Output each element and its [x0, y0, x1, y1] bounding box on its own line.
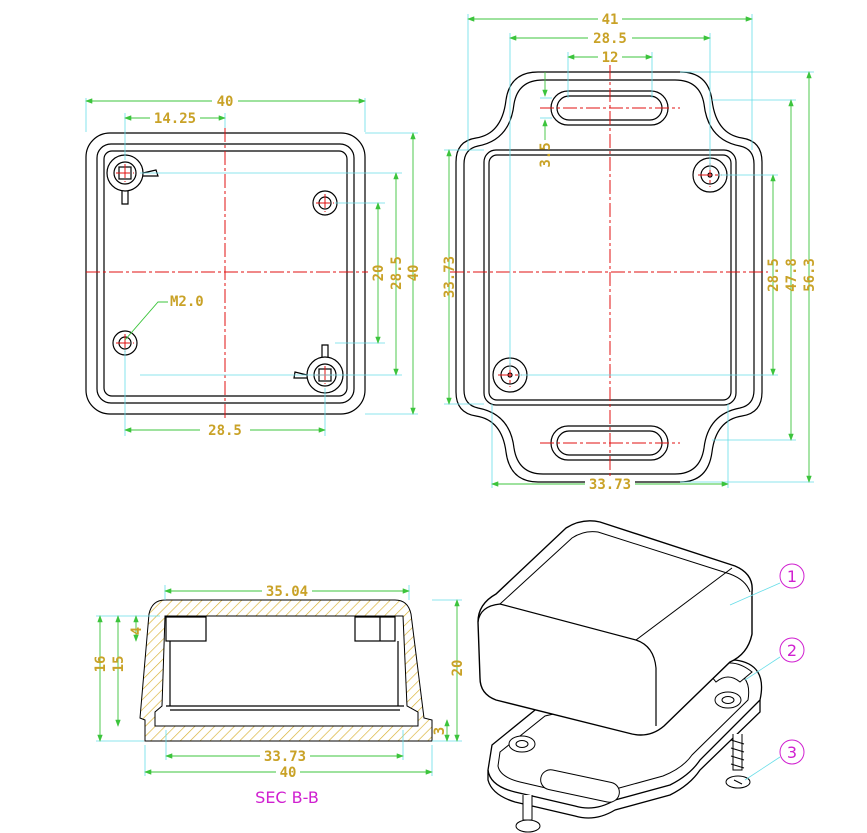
callout-leader-1: [729, 582, 781, 606]
top-view-width-label: 40: [217, 94, 234, 110]
bottom-right-boss: [293, 344, 344, 394]
height-15-label: 15: [111, 656, 127, 673]
section-left-boss: [165, 616, 207, 642]
bottom-view: 41 28.5 12 3.5 33.73 33.73 28.5 47.8 56.…: [442, 10, 818, 493]
lip-4-label: 4: [129, 627, 145, 635]
top-view-bottom-spacing-label: 28.5: [208, 423, 242, 439]
top-view: 40 14.25 M2.0 28.5 20 28.5 40: [85, 92, 422, 439]
body-width-label: 33.73: [589, 477, 631, 493]
top-view-offset-label: 14.25: [154, 111, 196, 127]
slot-width-label: 3.5: [538, 142, 554, 167]
callout-label-1: 1: [787, 567, 797, 586]
section-inner-width-label: 33.73: [264, 749, 306, 765]
body-height-label: 33.73: [442, 256, 458, 298]
screw-left: [515, 795, 541, 833]
callout-leader-3: [744, 756, 781, 781]
flange-inner-outline: [463, 79, 755, 475]
base-3-label: 3: [432, 727, 448, 735]
height-16-label: 16: [93, 656, 109, 673]
top-right-boss: [312, 190, 338, 216]
isometric-view: 1 2 3: [477, 520, 805, 833]
slot-spacing-label: 28.5: [593, 31, 627, 47]
screw-right: [725, 734, 751, 789]
section-hatch: [139, 599, 433, 742]
section-top-width-label: 35.04: [266, 584, 308, 600]
section-view: 35.04 33.73 40 16 15 4 20 3 SEC B-B: [93, 582, 466, 807]
section-title: SEC B-B: [255, 788, 319, 807]
section-outer-width-label: 40: [280, 765, 297, 781]
m2-leader: [124, 301, 168, 341]
top-view-v-inner-label: 20: [371, 265, 387, 282]
overall-height-label: 56.3: [802, 258, 818, 292]
callout-label-2: 2: [787, 641, 797, 660]
top-left-boss: [106, 154, 159, 205]
flange-height-label: 47.8: [784, 258, 800, 292]
callout-circle-2: [779, 637, 805, 663]
slot-length-label: 12: [602, 50, 619, 66]
callout-circle-3: [779, 739, 805, 765]
overall-width-label: 41: [602, 12, 619, 28]
top-view-inner-outline: [96, 143, 355, 404]
hole-spacing-label: 28.5: [766, 258, 782, 292]
top-view-extension-lines: [85, 98, 418, 436]
enclosure-lid: [477, 520, 753, 736]
callout-leader-2: [744, 656, 781, 681]
top-view-v-mid-label: 28.5: [389, 256, 405, 290]
section-right-boss: [354, 616, 396, 642]
hole-thread-label: M2.0: [170, 294, 204, 310]
total-height-label: 20: [450, 660, 466, 677]
top-view-v-height-label: 40: [406, 265, 422, 282]
callout-label-3: 3: [787, 743, 797, 762]
callout-circle-1: [779, 563, 805, 589]
